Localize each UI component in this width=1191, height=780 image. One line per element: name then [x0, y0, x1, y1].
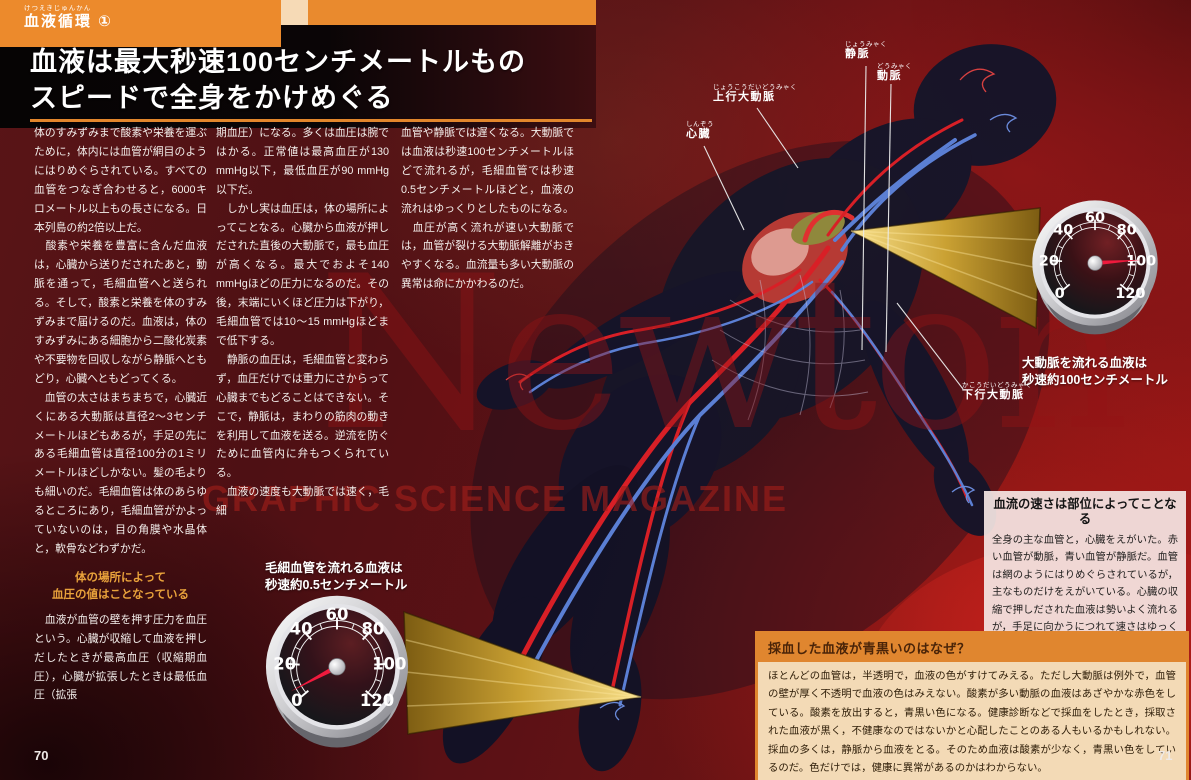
tick-20: 20: [273, 655, 296, 674]
label-leader-lines: [703, 65, 964, 390]
gauge-hub: [1087, 255, 1103, 271]
article-column-3: 血管や静脈では遅くなる。大動脈では血液は秒速100センチメートルほどで流れるが，…: [401, 124, 574, 294]
qa-box-title: 採血した血液が青黒いのはなぜ？: [758, 634, 1186, 662]
caption-capillary-line2: 秒速約0.5センチメートル: [265, 578, 408, 592]
page-number-right: 71: [1158, 748, 1173, 763]
gold-cone-right: [848, 207, 1041, 330]
label-descending-aorta-furigana: かこうだいどうみゃく: [962, 382, 1032, 389]
qa-box-body: ほとんどの血管は，半透明で，血液の色がすけてみえる。ただし大動脈は例外で，血管の…: [768, 671, 1176, 775]
caption-capillary-line1: 毛細血管を流れる血液は: [265, 561, 403, 575]
tick-0: 0: [1055, 286, 1065, 302]
gauge-scale-numbers: 0 20 40 60 80 100 120: [273, 605, 406, 710]
gauge-aorta: 0 20 40 60 80 100 120: [1032, 200, 1158, 335]
gauge-hub: [328, 658, 346, 676]
tick-120: 120: [1115, 286, 1145, 302]
paragraph: 酸素や栄養を豊富に含んだ血液は，心臓から送りだされたあと，動脈を通って，毛細血管…: [34, 240, 207, 385]
paragraph: 期血圧）になる。多くは血圧は腕ではかる。正常値は最高血圧が130 mmHg以下，…: [216, 127, 389, 196]
label-heart: しんぞう 心臓: [686, 121, 714, 141]
label-artery: どうみゃく 動脈: [877, 63, 912, 83]
label-ascending-aorta: じょうこうだいどうみゃく 上行大動脈: [713, 84, 797, 104]
caption-capillary-speed: 毛細血管を流れる血液は 秒速約0.5センチメートル: [265, 560, 407, 594]
sub-heading-line1: 体の場所によって: [74, 571, 167, 584]
gauge-capillary: 0 20 40 60 80 100 120: [265, 595, 409, 748]
section-label: 血液循環 ①: [24, 13, 113, 30]
label-heart-furigana: しんぞう: [686, 121, 714, 128]
caption-aorta-line1: 大動脈を流れる血液は: [1022, 356, 1148, 370]
page-title-line1: 血液は最大秒速100センチメートルもの: [30, 47, 527, 77]
page-title-line2: スピードで全身をかけめぐる: [30, 83, 394, 113]
magazine-subtitle-watermark: GRAPHIC SCIENCE MAGAZINE: [202, 478, 789, 519]
caption-aorta-line2: 秒速約100センチメートル: [1022, 373, 1168, 387]
label-ascending-aorta-furigana: じょうこうだいどうみゃく: [713, 84, 797, 91]
paragraph: しかし実は血圧は，体の場所によってことなる。心臓から血液が押しだされた直後の大動…: [216, 202, 389, 347]
paragraph: 血液が血管の壁を押す圧力を血圧という。心臓が収縮して血液を押しだしたときが最高血…: [34, 613, 207, 702]
paragraph: 血管の太さはまちまちで，心臓近くにある大動脈は直径2〜3センチメートルほどもある…: [34, 391, 207, 555]
page-number-left: 70: [34, 748, 49, 763]
header-cream-block: [281, 0, 308, 25]
tick-20: 20: [1039, 254, 1059, 270]
gauge-needle: [1094, 259, 1142, 266]
paragraph: 血圧が高く流れが速い大動脈では，血管が裂ける大動脈解離がおきやすくなる。血流量も…: [401, 221, 574, 291]
paragraph: 血液の速度も大動脈では速く，毛細: [216, 486, 389, 518]
paragraph: 体のすみずみまで酸素や栄養を運ぶために，体内には血管が網目のようにはりめぐらされ…: [34, 127, 207, 234]
gauge-minor-ticks: [1056, 224, 1134, 277]
label-vein-text: 静脈: [845, 48, 870, 60]
section-furigana: けつえきじゅんかん: [24, 5, 92, 12]
tick-120: 120: [360, 691, 394, 710]
tick-40: 40: [1053, 223, 1073, 239]
article-column-2: 期血圧）になる。多くは血圧は腕ではかる。正常値は最高血圧が130 mmHg以下，…: [216, 124, 389, 521]
tick-0: 0: [291, 691, 302, 710]
tick-60: 60: [1085, 210, 1105, 226]
info-box-title: 血流の速さは部位によってことなる: [993, 497, 1177, 526]
label-vein: じょうみゃく 静脈: [845, 41, 887, 61]
tick-60: 60: [326, 605, 349, 624]
gold-cone-left: [403, 610, 642, 735]
paragraph: 血管や静脈では遅くなる。大動脈では血液は秒速100センチメートルほどで流れるが，…: [401, 127, 574, 215]
gauge-major-ticks: [287, 617, 387, 700]
header-orange-strip: [308, 0, 596, 25]
label-descending-aorta: かこうだいどうみゃく 下行大動脈: [962, 382, 1032, 402]
sub-heading-line2: 血圧の値はことなっている: [51, 588, 190, 601]
gauge-scale-numbers: 0 20 40 60 80 100 120: [1039, 210, 1157, 302]
label-ascending-aorta-text: 上行大動脈: [713, 91, 776, 103]
qa-box: 採血した血液が青黒いのはなぜ？ ほとんどの血管は，半透明で，血液の色がすけてみえ…: [755, 631, 1189, 780]
tick-40: 40: [290, 619, 313, 638]
label-descending-aorta-text: 下行大動脈: [962, 389, 1025, 401]
sub-heading: 体の場所によって 血圧の値はことなっている: [34, 570, 207, 604]
label-artery-text: 動脈: [877, 70, 902, 82]
label-vein-furigana: じょうみゃく: [845, 41, 887, 48]
gauge-minor-ticks: [292, 623, 382, 682]
article-column-1: 体のすみずみまで酸素や栄養を運ぶために，体内には血管が網目のようにはりめぐらされ…: [34, 124, 207, 705]
section-tab: けつえきじゅんかん 血液循環 ①: [0, 0, 281, 47]
title-underline: [30, 119, 592, 122]
caption-aorta-speed: 大動脈を流れる血液は 秒速約100センチメートル: [1022, 355, 1168, 389]
gauge-needle: [290, 664, 339, 692]
tick-80: 80: [361, 619, 384, 638]
tick-100: 100: [372, 655, 406, 674]
label-artery-furigana: どうみゃく: [877, 63, 912, 70]
paragraph: 静脈の血圧は，毛細血管と変わらず，血圧だけでは重力にさからって心臓までもどること…: [216, 353, 389, 480]
tick-80: 80: [1117, 223, 1137, 239]
label-heart-text: 心臓: [686, 128, 711, 140]
tick-100: 100: [1126, 254, 1156, 270]
